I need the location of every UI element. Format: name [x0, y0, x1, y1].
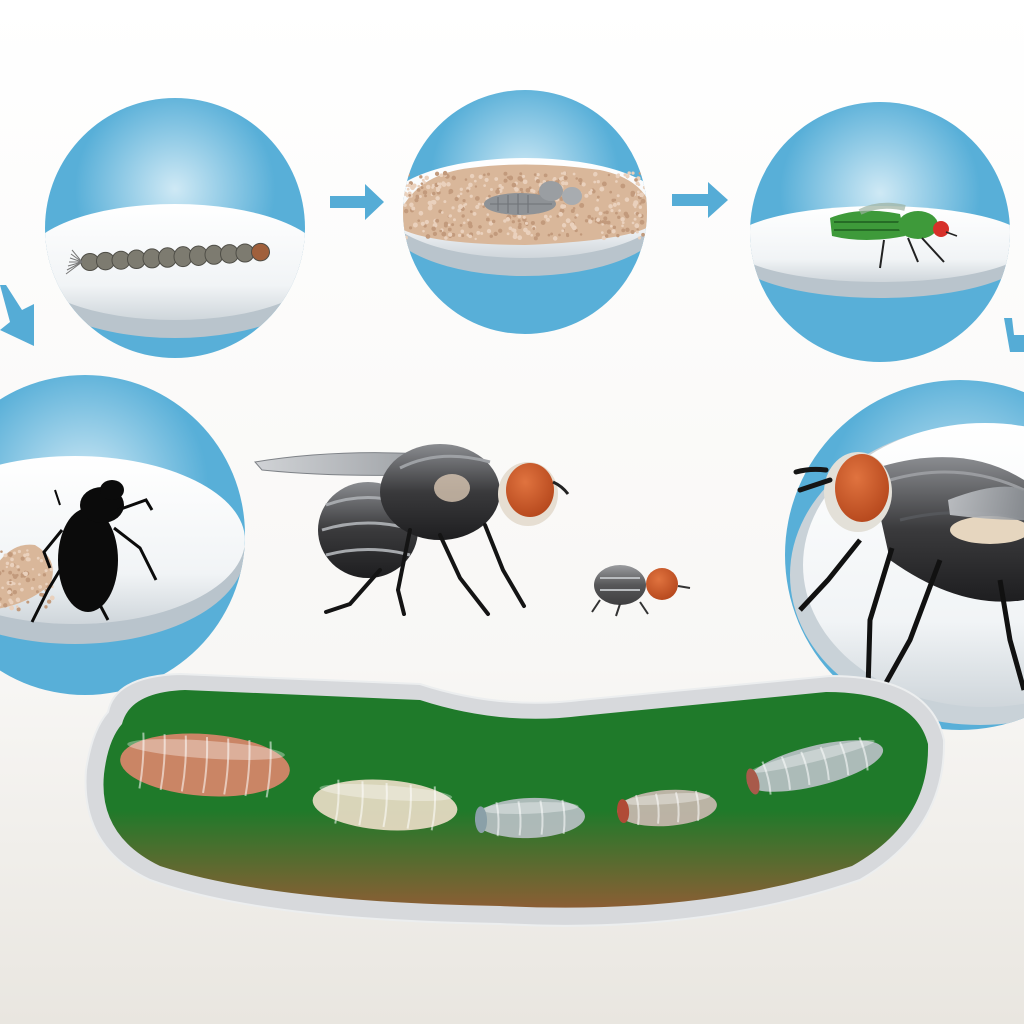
arrow-larva-to-pupa [330, 184, 384, 220]
maggot-pale-icon [312, 779, 458, 831]
substrate-panel [84, 672, 946, 927]
green-fly-dish [750, 102, 1010, 362]
larva-icon [65, 242, 270, 275]
larva-dish [45, 98, 305, 358]
adult-fly-closeup [785, 380, 1024, 730]
pupa-icon [484, 181, 582, 215]
maggot-clear-icon [475, 797, 585, 839]
adult-fly-icon [793, 452, 1024, 692]
green-fly-icon [830, 202, 958, 269]
small-fly-icon [591, 565, 691, 617]
maggot-group [120, 732, 884, 839]
fly-silhouette-icon [30, 480, 158, 623]
maggot-grey-icon [746, 737, 884, 795]
arrow-fly-to-adult [1004, 318, 1024, 352]
housefly-adult-icon [254, 444, 570, 616]
silhouette-fly-dish [0, 375, 245, 695]
pupa-dish [403, 90, 647, 334]
arrow-pupa-to-fly [672, 182, 728, 218]
maggot-pink-icon [120, 732, 290, 798]
maggot-small-icon [617, 789, 717, 827]
arrow-larva-to-silhouette [0, 285, 34, 346]
